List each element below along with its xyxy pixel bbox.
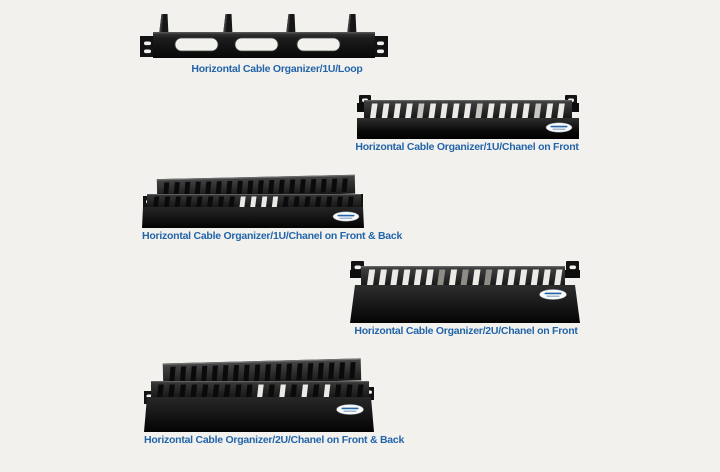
cable-loop-posts [159, 14, 357, 35]
front-cover [350, 285, 580, 323]
loop-cutouts [174, 37, 341, 52]
brand-badge-icon [332, 211, 360, 222]
front-cover [357, 118, 579, 139]
product-caption: Horizontal Cable Organizer/1U/Loop [191, 63, 363, 75]
cable-slot-row [157, 384, 364, 399]
front-cover [142, 207, 364, 228]
product-caption: Horizontal Cable Organizer/1U/Chanel on … [142, 230, 403, 242]
product-1u-loop[interactable]: Horizontal Cable Organizer/1U/Loop [140, 9, 414, 75]
cable-duct-back [156, 174, 356, 199]
mounting-ear-right [371, 36, 388, 57]
product-photo-2u-chanel-front-icon [350, 261, 580, 323]
brand-badge-icon [336, 404, 364, 415]
cable-slot-row [370, 103, 565, 118]
product-photo-1u-loop-icon [140, 14, 388, 58]
front-cover [144, 397, 374, 432]
brand-badge-icon [545, 122, 573, 133]
mounting-ear-left [140, 36, 157, 57]
product-caption: Horizontal Cable Organizer/2U/Chanel on … [144, 434, 405, 446]
product-photo-1u-chanel-front-back-icon [142, 174, 364, 228]
product-2u-chanel-front[interactable]: Horizontal Cable Organizer/2U/Chanel on … [350, 257, 582, 337]
product-2u-chanel-front-back[interactable]: Horizontal Cable Organizer/2U/Chanel on … [144, 358, 405, 446]
cable-slot-row [153, 196, 354, 208]
cable-duct-back [162, 358, 362, 386]
cable-slot-row [367, 269, 563, 285]
product-photo-1u-chanel-front-icon [357, 95, 579, 139]
product-caption: Horizontal Cable Organizer/2U/Chanel on … [354, 325, 578, 337]
product-photo-2u-chanel-front-back-icon [144, 358, 374, 432]
product-caption: Horizontal Cable Organizer/1U/Chanel on … [355, 141, 579, 153]
product-1u-chanel-front[interactable]: Horizontal Cable Organizer/1U/Chanel on … [355, 94, 579, 153]
product-1u-chanel-front-back[interactable]: Horizontal Cable Organizer/1U/Chanel on … [142, 174, 403, 242]
brand-badge-icon [539, 289, 567, 300]
cable-slot-row [163, 178, 348, 197]
cable-slot-row [169, 361, 356, 384]
